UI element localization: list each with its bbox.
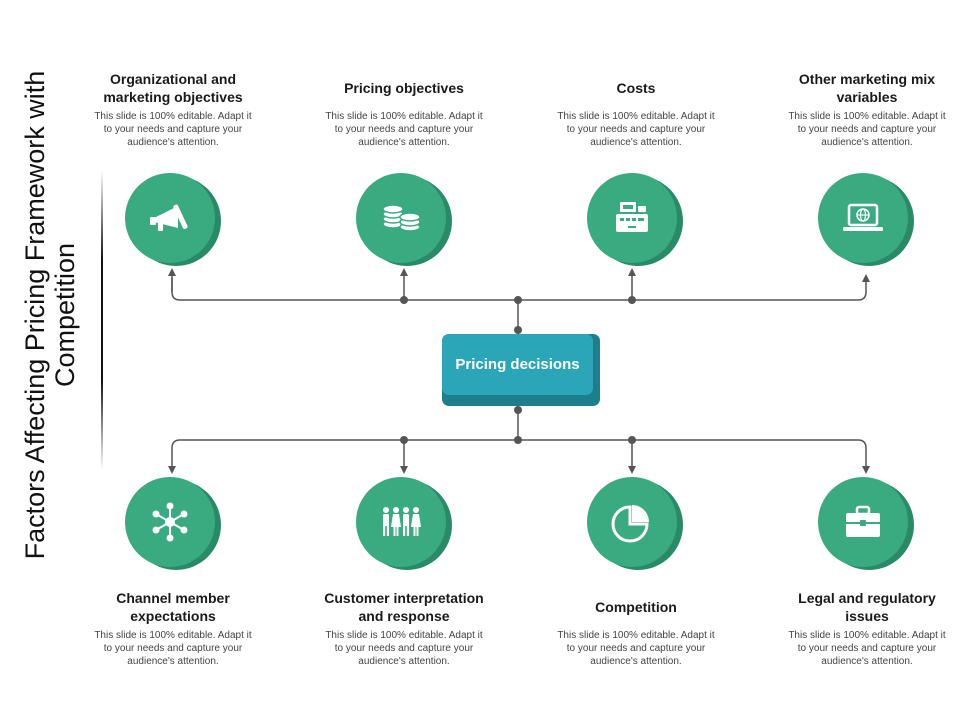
connector-bottom-1: [168, 439, 181, 474]
junction-dot: [628, 436, 636, 444]
factor-title: Other marketing mix variables: [798, 71, 936, 105]
factor-title: Pricing objectives: [344, 80, 464, 96]
factor-legal: Legal and regulatory issues This slide i…: [782, 589, 952, 668]
circle-marketing-mix: [818, 173, 914, 266]
factor-customer-interpretation: Customer interpretation and response Thi…: [319, 589, 489, 668]
factor-title: Legal and regulatory issues: [798, 590, 936, 624]
circle-legal: [818, 477, 914, 570]
factor-title: Channel member expectations: [116, 590, 230, 624]
circle-costs: [587, 173, 683, 266]
factor-description: This slide is 100% editable. Adapt it to…: [325, 111, 483, 148]
center-label: Pricing decisions: [442, 334, 593, 395]
junction-dot: [514, 326, 522, 334]
junction-dot: [514, 406, 522, 414]
factor-description: This slide is 100% editable. Adapt it to…: [557, 111, 715, 148]
megaphone-icon: [150, 204, 188, 231]
circle-channel-member: [125, 477, 221, 570]
factor-pricing-objectives: Pricing objectives This slide is 100% ed…: [319, 70, 489, 149]
network-icon: [152, 502, 188, 542]
pie-chart-icon: [611, 505, 649, 543]
factor-description: This slide is 100% editable. Adapt it to…: [557, 630, 715, 667]
people-icon: [383, 507, 421, 536]
factor-description: This slide is 100% editable. Adapt it to…: [325, 630, 483, 667]
factor-description: This slide is 100% editable. Adapt it to…: [788, 630, 946, 667]
circle-pricing-objectives: [356, 173, 452, 266]
laptop-globe-icon: [843, 203, 883, 231]
connector-bottom-4: [857, 439, 870, 474]
junction-dot: [400, 296, 408, 304]
cash-register-icon: [616, 202, 648, 232]
junction-dot: [628, 296, 636, 304]
circle-competition: [587, 477, 683, 570]
junction-dot: [400, 436, 408, 444]
factor-organizational-objectives: Organizational and marketing objectives …: [88, 70, 258, 149]
junction-dot: [514, 436, 522, 444]
junction-dot: [514, 296, 522, 304]
factor-marketing-mix: Other marketing mix variables This slide…: [782, 70, 952, 149]
factor-description: This slide is 100% editable. Adapt it to…: [94, 630, 252, 667]
factor-title: Organizational and marketing objectives: [103, 71, 243, 105]
factor-title: Competition: [595, 599, 677, 615]
pricing-decisions-box: Pricing decisions: [442, 334, 600, 406]
factor-channel-member: Channel member expectations This slide i…: [88, 589, 258, 668]
circle-organizational: [125, 173, 221, 266]
factor-title: Costs: [616, 80, 656, 96]
factor-description: This slide is 100% editable. Adapt it to…: [94, 111, 252, 148]
coins-icon: [382, 204, 421, 232]
factor-description: This slide is 100% editable. Adapt it to…: [788, 111, 946, 148]
circle-customer-interpretation: [356, 477, 452, 570]
factor-competition: Competition This slide is 100% editable.…: [551, 589, 721, 668]
briefcase-icon: [846, 505, 880, 537]
factor-costs: Costs This slide is 100% editable. Adapt…: [551, 70, 721, 149]
title-divider: [101, 170, 103, 470]
factor-title: Customer interpretation and response: [324, 590, 484, 624]
